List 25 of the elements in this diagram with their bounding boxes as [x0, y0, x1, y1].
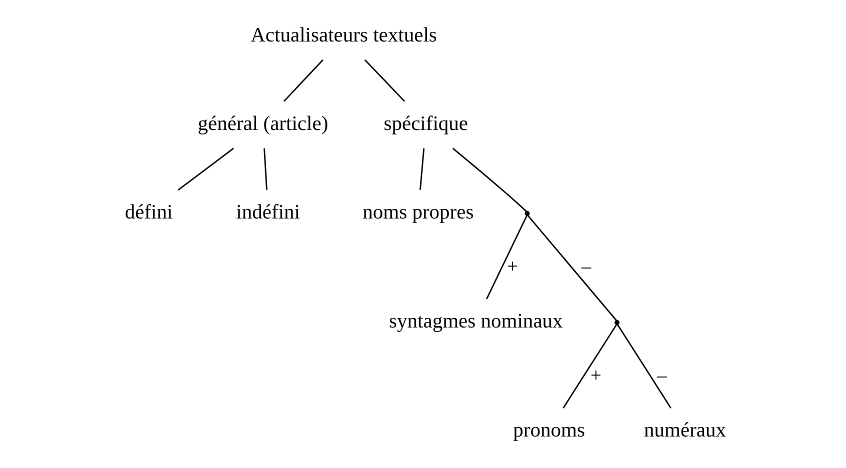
edge-label: – — [581, 256, 592, 278]
connector — [283, 59, 324, 102]
node-text: général (article) — [198, 112, 328, 135]
connector — [562, 324, 618, 408]
node-text: indéfini — [236, 201, 300, 224]
node-text: noms propres — [362, 201, 474, 224]
node-text: Actualisateurs textuels — [250, 24, 437, 46]
node-text: numéraux — [644, 419, 726, 442]
connector — [527, 214, 618, 322]
node-point — [524, 210, 530, 216]
edge-label: + — [590, 366, 602, 387]
connector — [178, 148, 234, 191]
connector — [486, 215, 528, 300]
node-text: pronoms — [513, 419, 585, 442]
node-text: spécifique — [384, 112, 468, 135]
node-text: syntagmes nominaux — [389, 310, 563, 332]
node-text: défini — [124, 201, 173, 224]
connector — [452, 148, 528, 212]
connector — [419, 148, 425, 190]
connector — [616, 324, 672, 408]
edge-label: + — [507, 256, 518, 278]
node-point — [614, 320, 620, 326]
connector — [264, 148, 268, 190]
edge-label: – — [657, 366, 667, 387]
connector — [364, 59, 406, 102]
